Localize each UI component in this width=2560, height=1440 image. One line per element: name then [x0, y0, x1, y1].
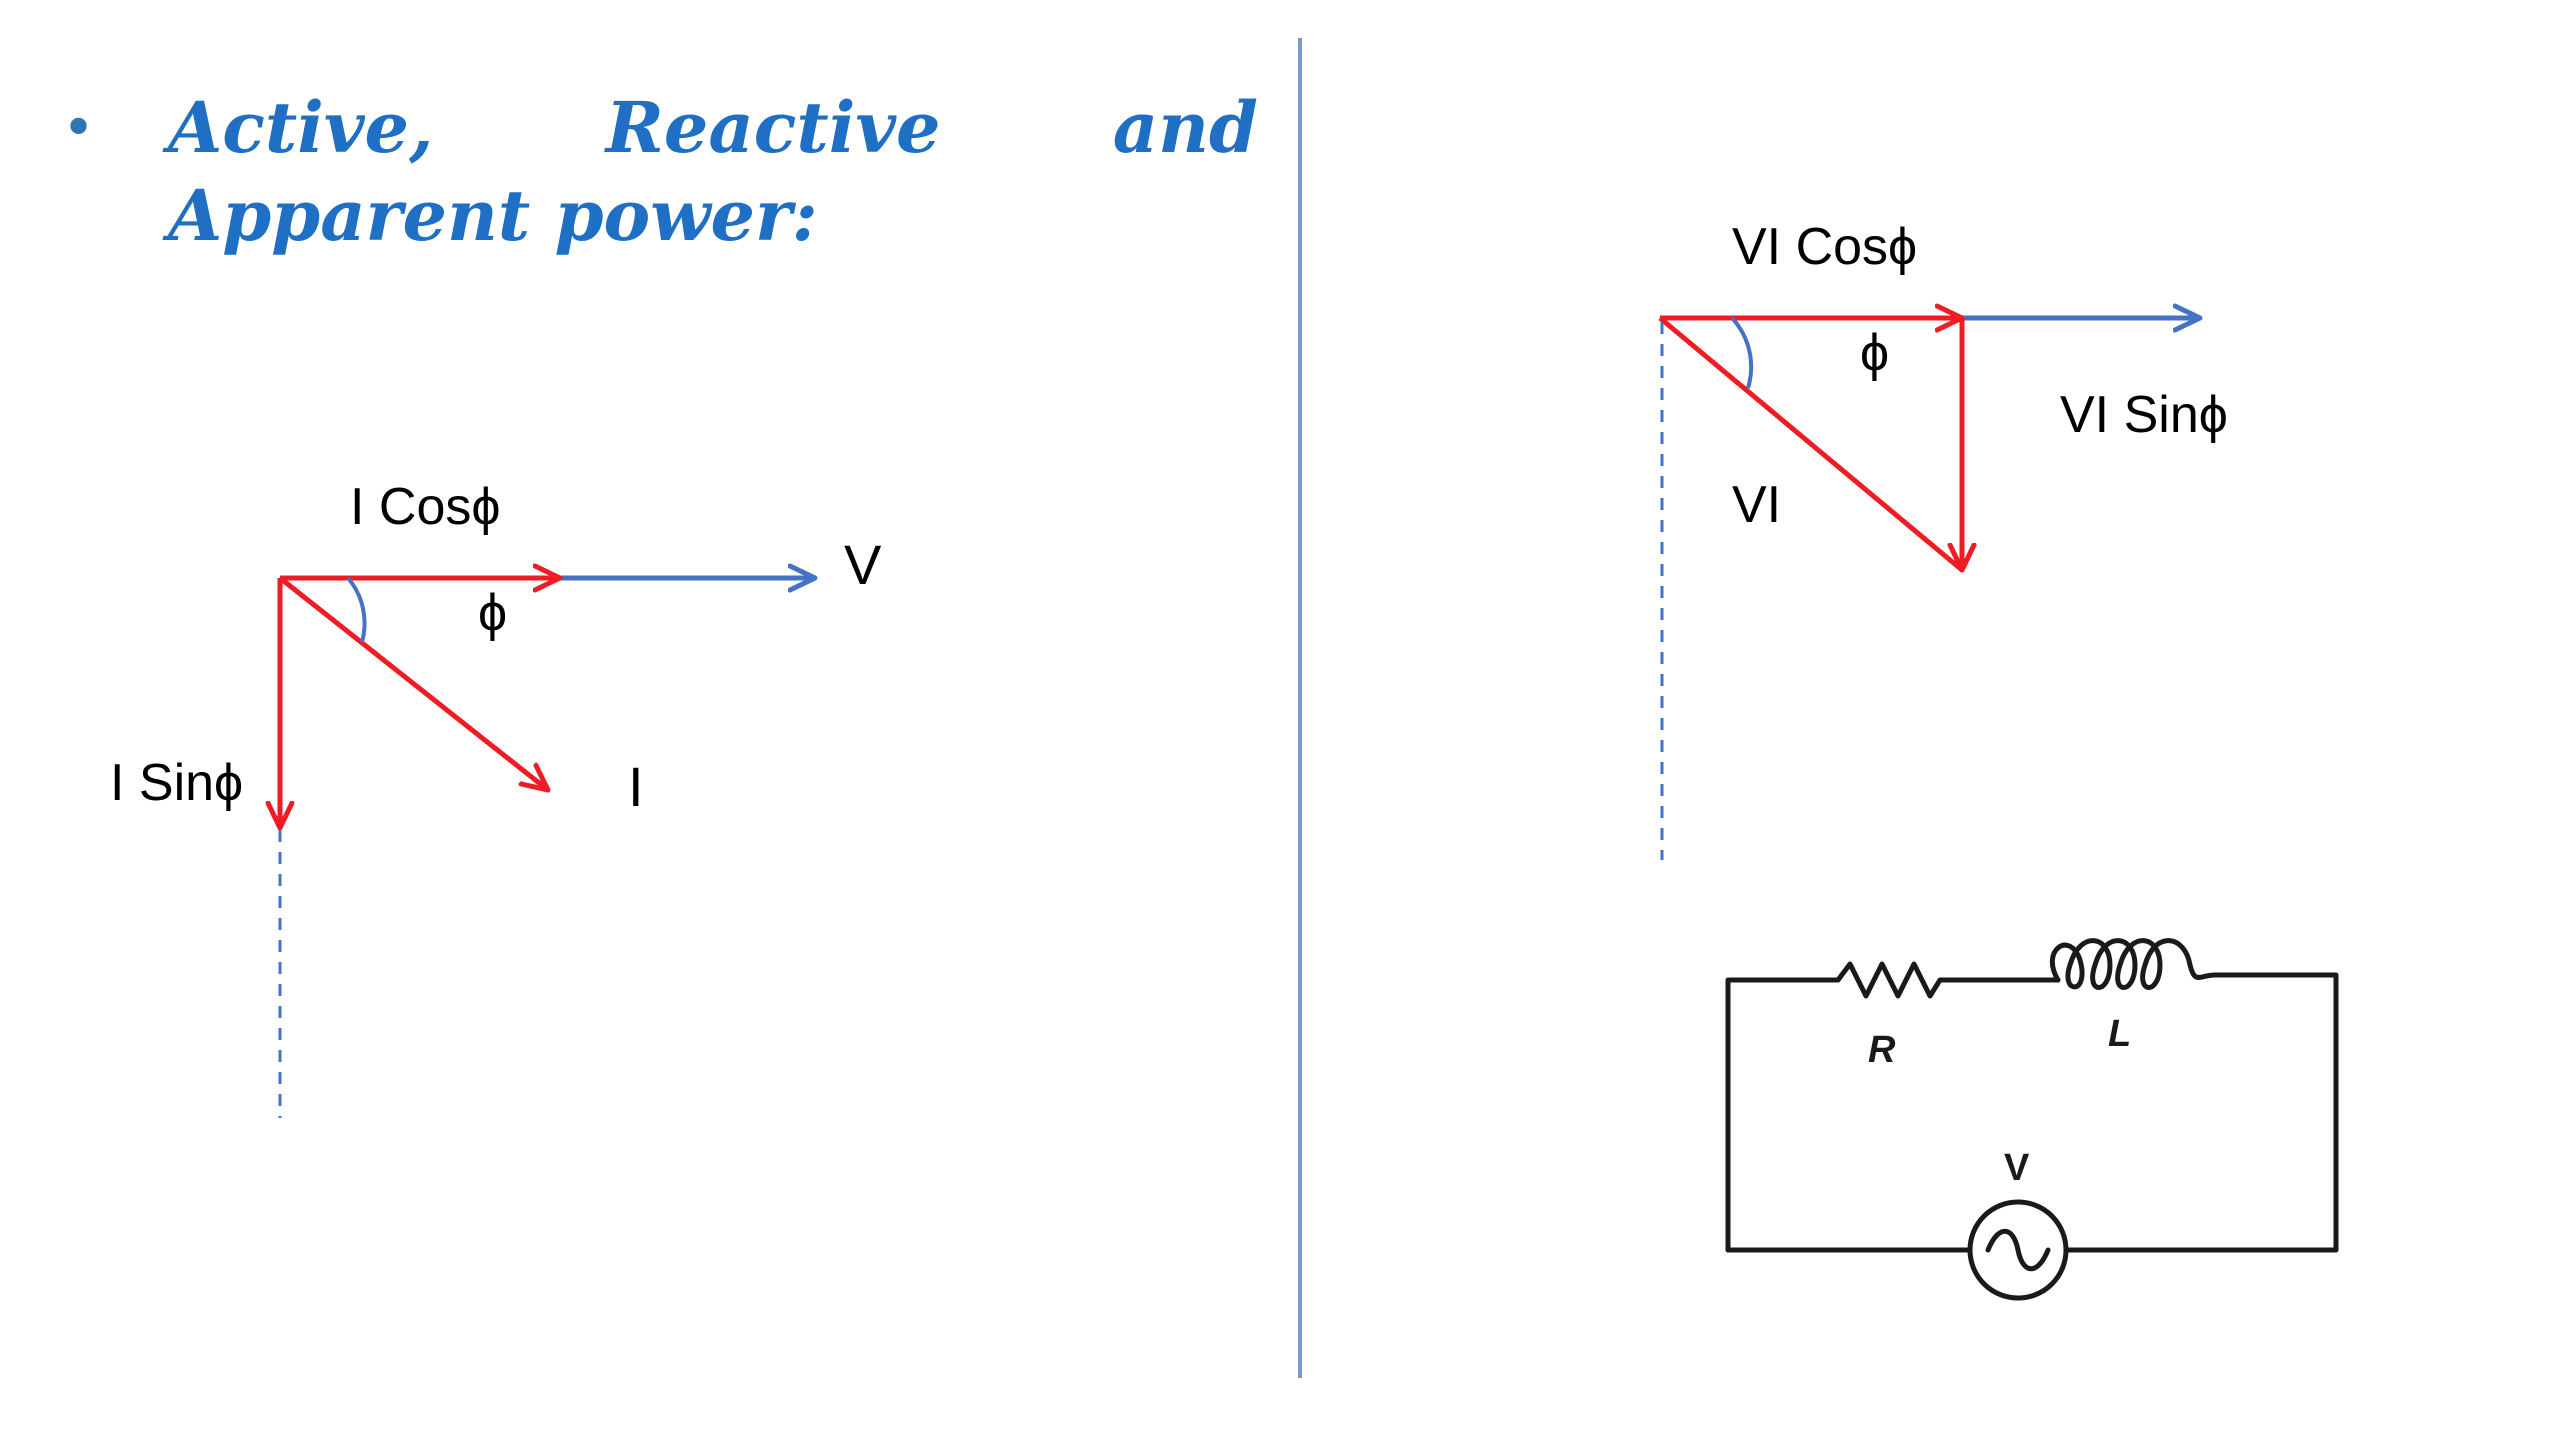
current-phasor-arrow [278, 576, 548, 790]
inductor-symbol [2050, 938, 2218, 990]
i-label: I [628, 755, 644, 818]
phi-label-left: ϕ [478, 584, 507, 642]
ac-source-circle [1967, 1199, 2069, 1301]
circuit-wire-left [1725, 977, 1841, 1253]
resistor-symbol [1835, 961, 1943, 999]
resistor-label: R [1868, 1029, 1896, 1071]
rl-circuit-diagram [1725, 938, 2339, 1301]
phi-label-right: ϕ [1860, 324, 1889, 382]
phase-angle-arc-right [1730, 316, 1754, 389]
i-sin-label: I Sinϕ [110, 754, 243, 812]
slide-title: Active, Reactive and Apparent power: [168, 86, 1258, 257]
bullet-point-icon: • [62, 96, 96, 161]
power-triangle-diagram: VI Cosϕ ϕ VI Sinϕ VI [1658, 218, 2228, 860]
vi-label: VI [1732, 476, 1781, 534]
vi-cos-label: VI Cosϕ [1732, 218, 1917, 276]
phase-angle-arc [346, 576, 367, 643]
v-label: V [844, 533, 882, 596]
vi-hypotenuse-line [1658, 316, 1964, 572]
inductor-label: L [2108, 1013, 2131, 1055]
source-voltage-label: V [2004, 1147, 2030, 1189]
circuit-wire-right [2212, 972, 2339, 1253]
vi-sin-label: VI Sinϕ [2060, 386, 2228, 444]
vertical-divider [1298, 38, 1302, 1378]
current-phasor-diagram: I Cosϕ V ϕ I Sinϕ I [110, 478, 882, 1118]
ac-source-wave-icon [1985, 1228, 2051, 1272]
i-cos-label: I Cosϕ [350, 478, 501, 536]
